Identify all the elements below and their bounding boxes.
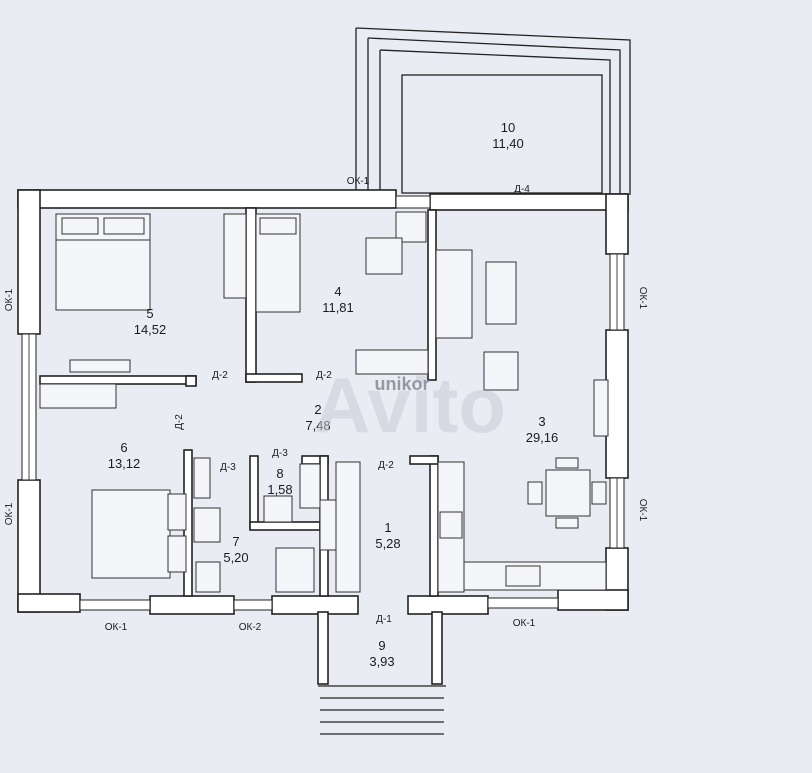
room-2-area: 7,48: [305, 418, 330, 433]
label-d2-room5: Д-2: [212, 370, 228, 381]
room-2-number: 2: [314, 402, 321, 417]
tv-stand-room-3: [593, 379, 609, 437]
room-5-area: 14,52: [134, 322, 167, 337]
room-3-number: 3: [538, 414, 545, 429]
room-6-area: 13,12: [108, 456, 141, 471]
label-d3-room8: Д-3: [272, 448, 288, 459]
bed-room-5: [55, 213, 151, 311]
room-4-area: 11,81: [322, 300, 354, 315]
terrace: [355, 27, 631, 195]
room-10-number: 10: [501, 120, 515, 135]
room-1-number: 1: [384, 520, 391, 535]
windows: [21, 195, 625, 611]
bed-room-4: [255, 213, 301, 313]
armchair-room-3: [483, 351, 519, 391]
room-9-area: 3,93: [369, 654, 394, 669]
label-d2-room1: Д-2: [378, 460, 394, 471]
wardrobe-room-6: [39, 383, 117, 409]
avito-watermark: Avito: [314, 361, 506, 449]
room-1-area: 5,28: [375, 536, 400, 551]
label-d3-room7: Д-3: [220, 462, 236, 473]
kitchen-counter: [437, 461, 607, 593]
room-7-number: 7: [232, 534, 239, 549]
dining-table: [527, 457, 607, 529]
unikor-watermark: unikor: [374, 374, 429, 394]
wc-room-8: [263, 463, 321, 523]
label-ok1-left-lower: ОК-1: [4, 502, 15, 525]
label-d2-room6: Д-2: [174, 414, 185, 430]
cabinet-room-1: [319, 499, 337, 551]
label-ok1-left-upper: ОК-1: [4, 288, 15, 311]
wardrobe-room-4: [355, 349, 429, 375]
room-8-area: 1,58: [267, 482, 292, 497]
watermarks: Avito unikor: [314, 361, 506, 449]
bed-room-6: [91, 489, 187, 579]
room-4-number: 4: [334, 284, 341, 299]
label-ok2-bottom: ОК-2: [239, 622, 262, 633]
outer-walls: [17, 189, 629, 615]
wardrobe-room-5: [223, 213, 247, 299]
label-ok1-bottom-right: ОК-1: [513, 618, 536, 629]
room-8-number: 8: [276, 466, 283, 481]
room-6-number: 6: [120, 440, 127, 455]
label-ok1-top: ОК-1: [347, 176, 370, 187]
label-d1: Д-1: [376, 614, 392, 625]
shelves-room-1: [335, 461, 361, 593]
label-d4: Д-4: [514, 184, 530, 195]
room-3-area: 29,16: [526, 430, 559, 445]
bathroom-7-fixtures: [193, 457, 315, 593]
room-10-area: 11,40: [492, 136, 524, 151]
tv-room-5: [69, 359, 131, 373]
room-labels: 10 11,40 5 14,52 4 11,81 2 7,48 3 29,16 …: [108, 120, 559, 669]
room-9-number: 9: [378, 638, 385, 653]
label-ok1-bottom-left: ОК-1: [105, 622, 128, 633]
sofa-room-3: [435, 249, 517, 339]
furniture: [39, 211, 609, 593]
room-7-area: 5,20: [223, 550, 248, 565]
label-ok1-right-lower: ОК-1: [637, 499, 648, 522]
label-d2-room4: Д-2: [316, 370, 332, 381]
annotation-labels: ОК-1 Д-4 ОК-1 ОК-1 ОК-1 ОК-1 ОК-1 ОК-2 О…: [4, 176, 648, 633]
entry-steps: [318, 685, 446, 735]
room-5-number: 5: [146, 306, 153, 321]
desk-room-4: [365, 211, 427, 275]
label-ok1-right-upper: ОК-1: [637, 287, 648, 310]
